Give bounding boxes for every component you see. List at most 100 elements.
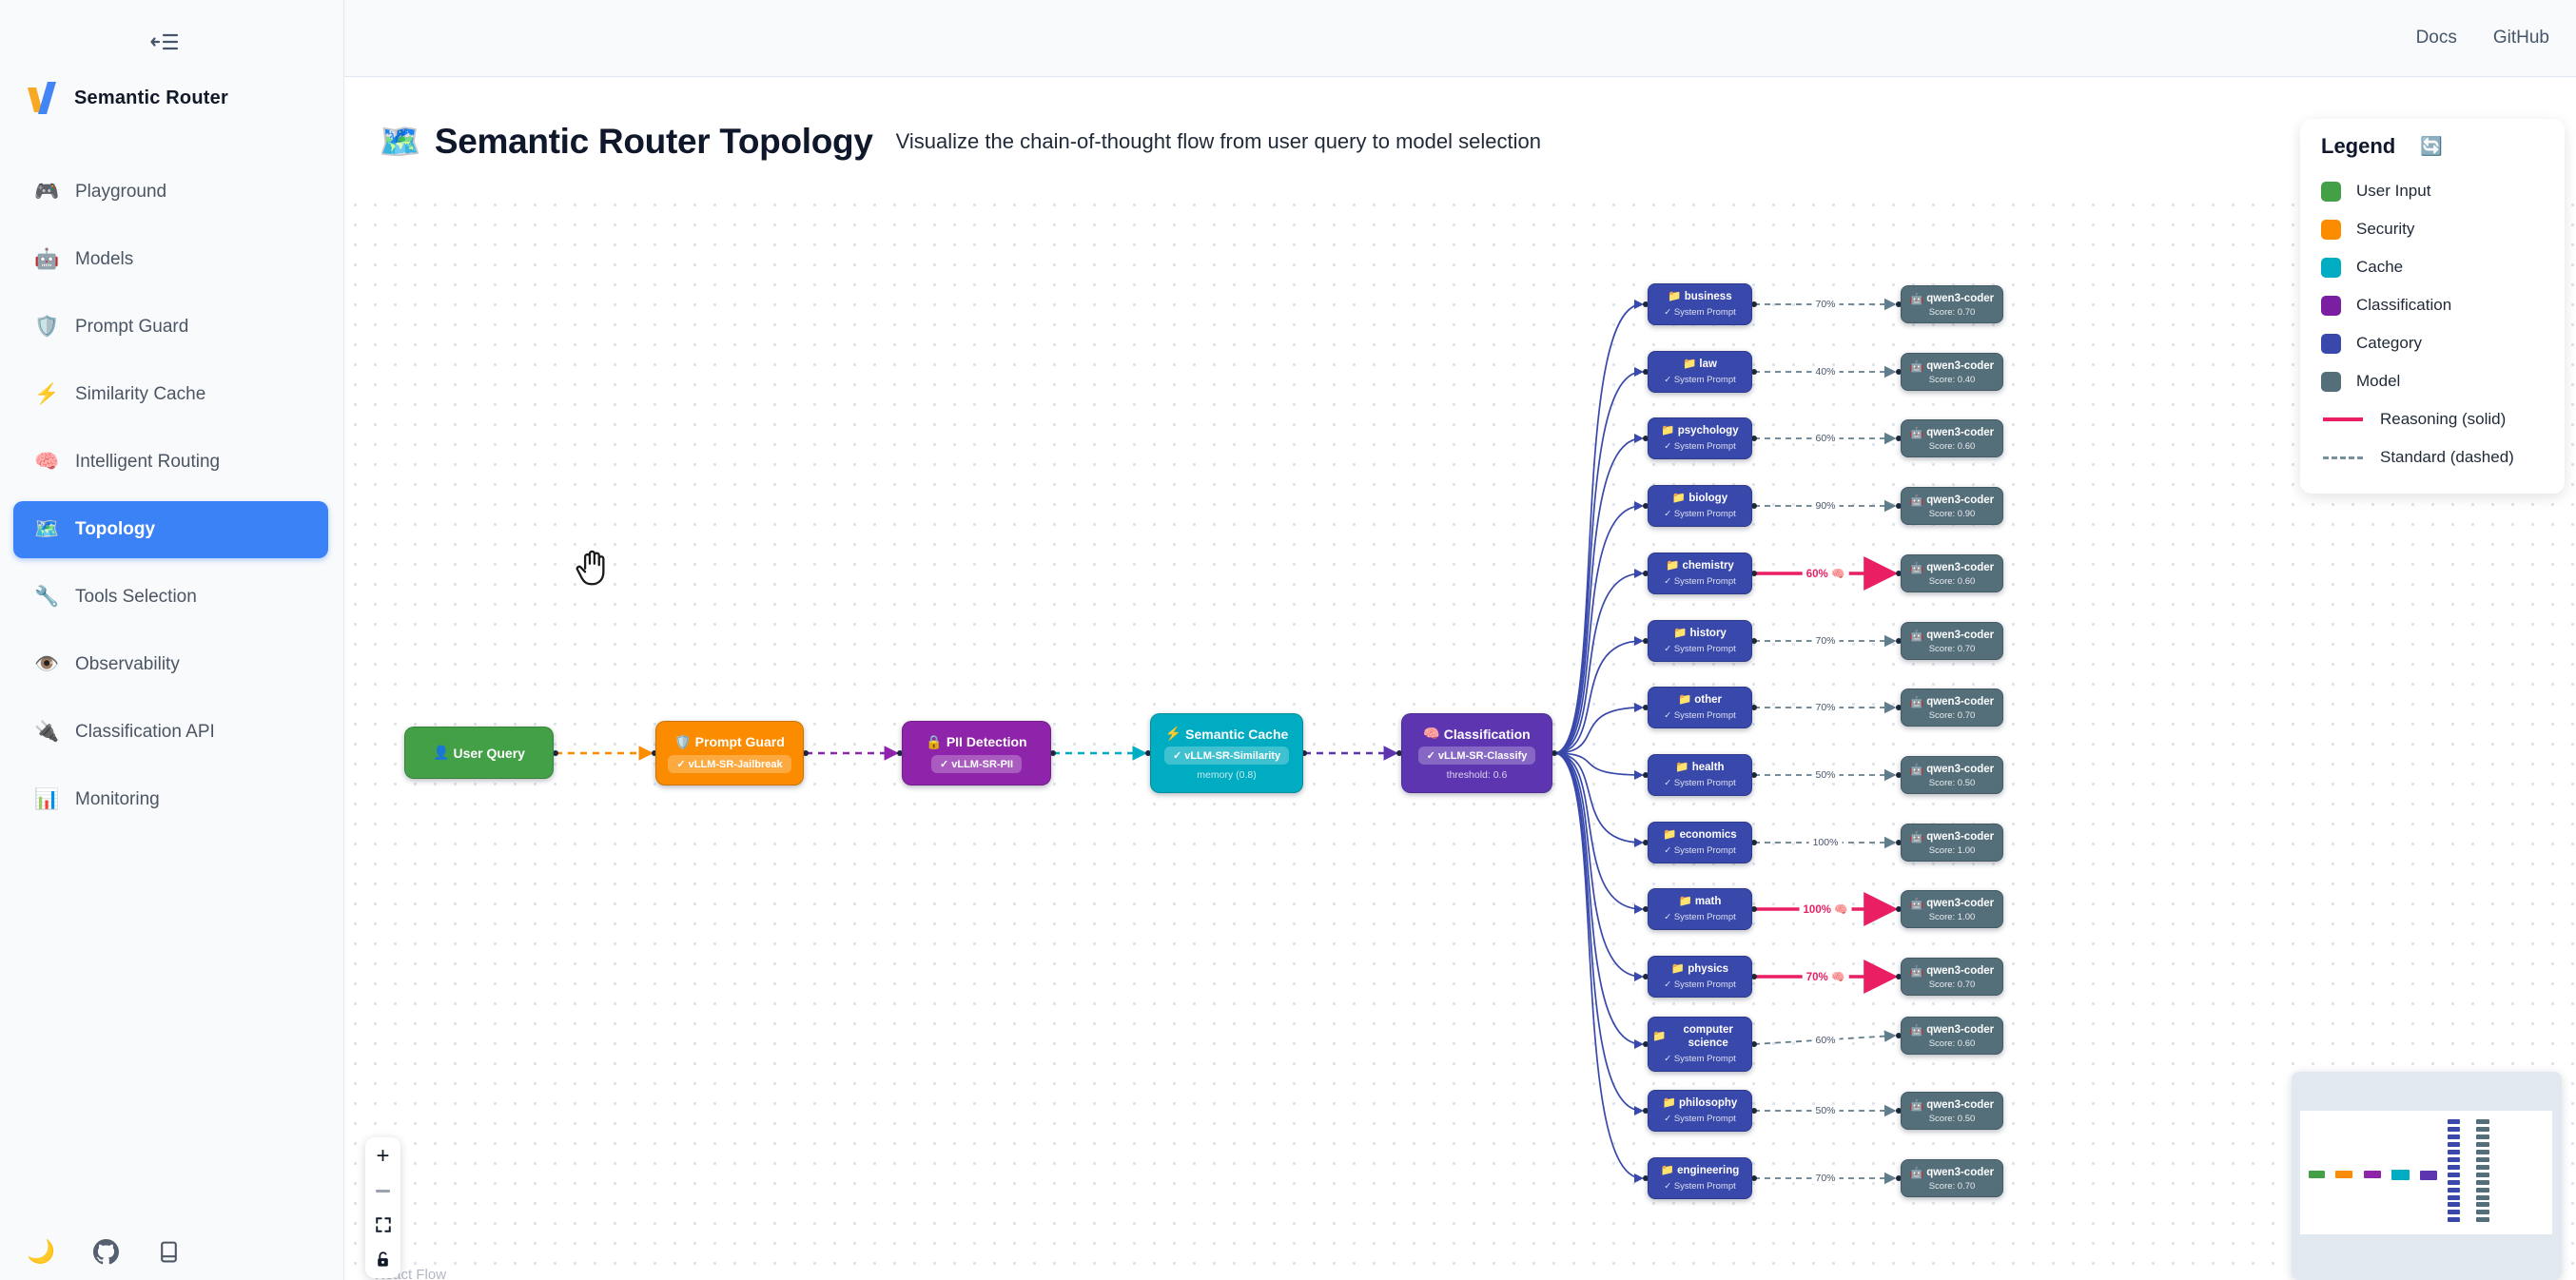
- sidebar-item-observability[interactable]: 👁️Observability: [13, 636, 328, 693]
- robot-icon: 🤖: [1909, 630, 1924, 642]
- minimap-node: [2448, 1165, 2460, 1170]
- plug-icon: 🔌: [34, 721, 60, 743]
- sidebar-item-label: Topology: [75, 519, 156, 539]
- sidebar-item-label: Models: [75, 249, 134, 269]
- brand: Semantic Router: [25, 80, 228, 116]
- sidebar-collapse-button[interactable]: [150, 32, 179, 54]
- edge-percent: 50%: [1815, 1105, 1836, 1116]
- category-label: history: [1689, 628, 1727, 640]
- sidebar-item-label: Prompt Guard: [75, 317, 189, 337]
- sidebar-item-tools-selection[interactable]: 🔧Tools Selection: [13, 569, 328, 626]
- page-header: 🗺️ Semantic Router Topology Visualize th…: [379, 122, 1541, 162]
- sidebar-item-topology[interactable]: 🗺️Topology: [13, 501, 328, 558]
- brain-icon: 🧠: [34, 451, 60, 473]
- system-prompt-label: ✓ System Prompt: [1664, 1053, 1736, 1064]
- model-score: Score: 0.70: [1928, 306, 1976, 318]
- dark-mode-moon-icon[interactable]: 🌙: [27, 1238, 55, 1265]
- zoom-in-button[interactable]: +: [365, 1139, 400, 1173]
- model-name: qwen3-coder: [1926, 1098, 1995, 1111]
- category-node-psychology[interactable]: 📁psychology✓ System Prompt: [1648, 417, 1752, 459]
- category-node-engineering[interactable]: 📁engineering✓ System Prompt: [1648, 1157, 1752, 1199]
- minimap-node: [2448, 1119, 2460, 1124]
- category-node-economics[interactable]: 📁economics✓ System Prompt: [1648, 822, 1752, 863]
- sidebar-item-label: Tools Selection: [75, 587, 197, 607]
- model-name: qwen3-coder: [1926, 1166, 1995, 1178]
- sidebar-item-playground[interactable]: 🎮Playground: [13, 164, 328, 221]
- model-name: qwen3-coder: [1926, 629, 1995, 641]
- minimap-node: [2448, 1173, 2460, 1177]
- zoom-out-button[interactable]: [365, 1173, 400, 1208]
- category-node-law[interactable]: 📁law✓ System Prompt: [1648, 351, 1752, 393]
- category-node-other[interactable]: 📁other✓ System Prompt: [1648, 687, 1752, 728]
- sidebar-item-models[interactable]: 🤖Models: [13, 231, 328, 288]
- page-title: Semantic Router Topology: [434, 122, 873, 161]
- category-node-business[interactable]: 📁business✓ System Prompt: [1648, 283, 1752, 325]
- model-score: Score: 0.60: [1928, 1038, 1976, 1049]
- chart-icon: 📊: [34, 788, 60, 810]
- robot-icon: 🤖: [1909, 898, 1924, 910]
- folder-icon: 📁: [1661, 425, 1675, 437]
- category-node-computer-science[interactable]: 📁computer science✓ System Prompt: [1648, 1017, 1752, 1072]
- sidebar-item-label: Monitoring: [75, 789, 160, 809]
- model-name: qwen3-coder: [1926, 359, 1995, 372]
- model-name: qwen3-coder: [1926, 292, 1995, 304]
- system-prompt-label: ✓ System Prompt: [1664, 844, 1736, 856]
- category-node-chemistry[interactable]: 📁chemistry✓ System Prompt: [1648, 553, 1752, 594]
- minimap-node: [2476, 1210, 2489, 1214]
- minimap[interactable]: [2292, 1072, 2562, 1280]
- legend-label: Model: [2356, 372, 2401, 390]
- edge-label-history: 70%: [1811, 635, 1840, 647]
- docs-book-icon[interactable]: [157, 1240, 181, 1264]
- github-icon[interactable]: [92, 1239, 119, 1265]
- github-link[interactable]: GitHub: [2492, 28, 2549, 48]
- system-prompt-label: ✓ System Prompt: [1664, 374, 1736, 385]
- sidebar-item-intelligent-routing[interactable]: 🧠Intelligent Routing: [13, 434, 328, 491]
- category-node-history[interactable]: 📁history✓ System Prompt: [1648, 620, 1752, 662]
- model-name: qwen3-coder: [1926, 763, 1995, 775]
- category-node-philosophy[interactable]: 📁philosophy✓ System Prompt: [1648, 1090, 1752, 1132]
- lock-button[interactable]: [365, 1242, 400, 1276]
- legend-title: Legend: [2321, 134, 2396, 158]
- sidebar-item-prompt-guard[interactable]: 🛡️Prompt Guard: [13, 299, 328, 356]
- minimap-node: [2420, 1171, 2437, 1180]
- system-prompt-label: ✓ System Prompt: [1664, 508, 1736, 519]
- fit-view-button[interactable]: [365, 1208, 400, 1242]
- docs-link[interactable]: Docs: [2415, 28, 2457, 48]
- node-user-query[interactable]: 👤User Query: [404, 727, 554, 779]
- node-prompt-guard[interactable]: 🛡️Prompt Guard✓ vLLM-SR-Jailbreak: [655, 721, 804, 785]
- sidebar-item-classification-api[interactable]: 🔌Classification API: [13, 704, 328, 761]
- category-node-biology[interactable]: 📁biology✓ System Prompt: [1648, 485, 1752, 527]
- sidebar-item-similarity-cache[interactable]: ⚡Similarity Cache: [13, 366, 328, 423]
- legend-label: User Input: [2356, 182, 2431, 200]
- system-prompt-label: ✓ System Prompt: [1664, 306, 1736, 318]
- category-node-health[interactable]: 📁health✓ System Prompt: [1648, 754, 1752, 796]
- minimap-node: [2476, 1173, 2489, 1177]
- category-node-math[interactable]: 📁math✓ System Prompt: [1648, 888, 1752, 930]
- category-node-physics[interactable]: 📁physics✓ System Prompt: [1648, 956, 1752, 998]
- node-note: memory (0.8): [1197, 769, 1257, 781]
- brand-name: Semantic Router: [74, 87, 228, 108]
- legend-line-sample: [2323, 456, 2363, 459]
- folder-icon: 📁: [1671, 493, 1687, 505]
- edge-label-health: 50%: [1811, 769, 1840, 781]
- legend-line-sample: [2323, 417, 2363, 421]
- folder-icon: 📁: [1666, 560, 1680, 572]
- sidebar-item-monitoring[interactable]: 📊 Monitoring: [13, 771, 328, 828]
- node-pii-detection[interactable]: 🔒PII Detection✓ vLLM-SR-PII: [902, 721, 1051, 785]
